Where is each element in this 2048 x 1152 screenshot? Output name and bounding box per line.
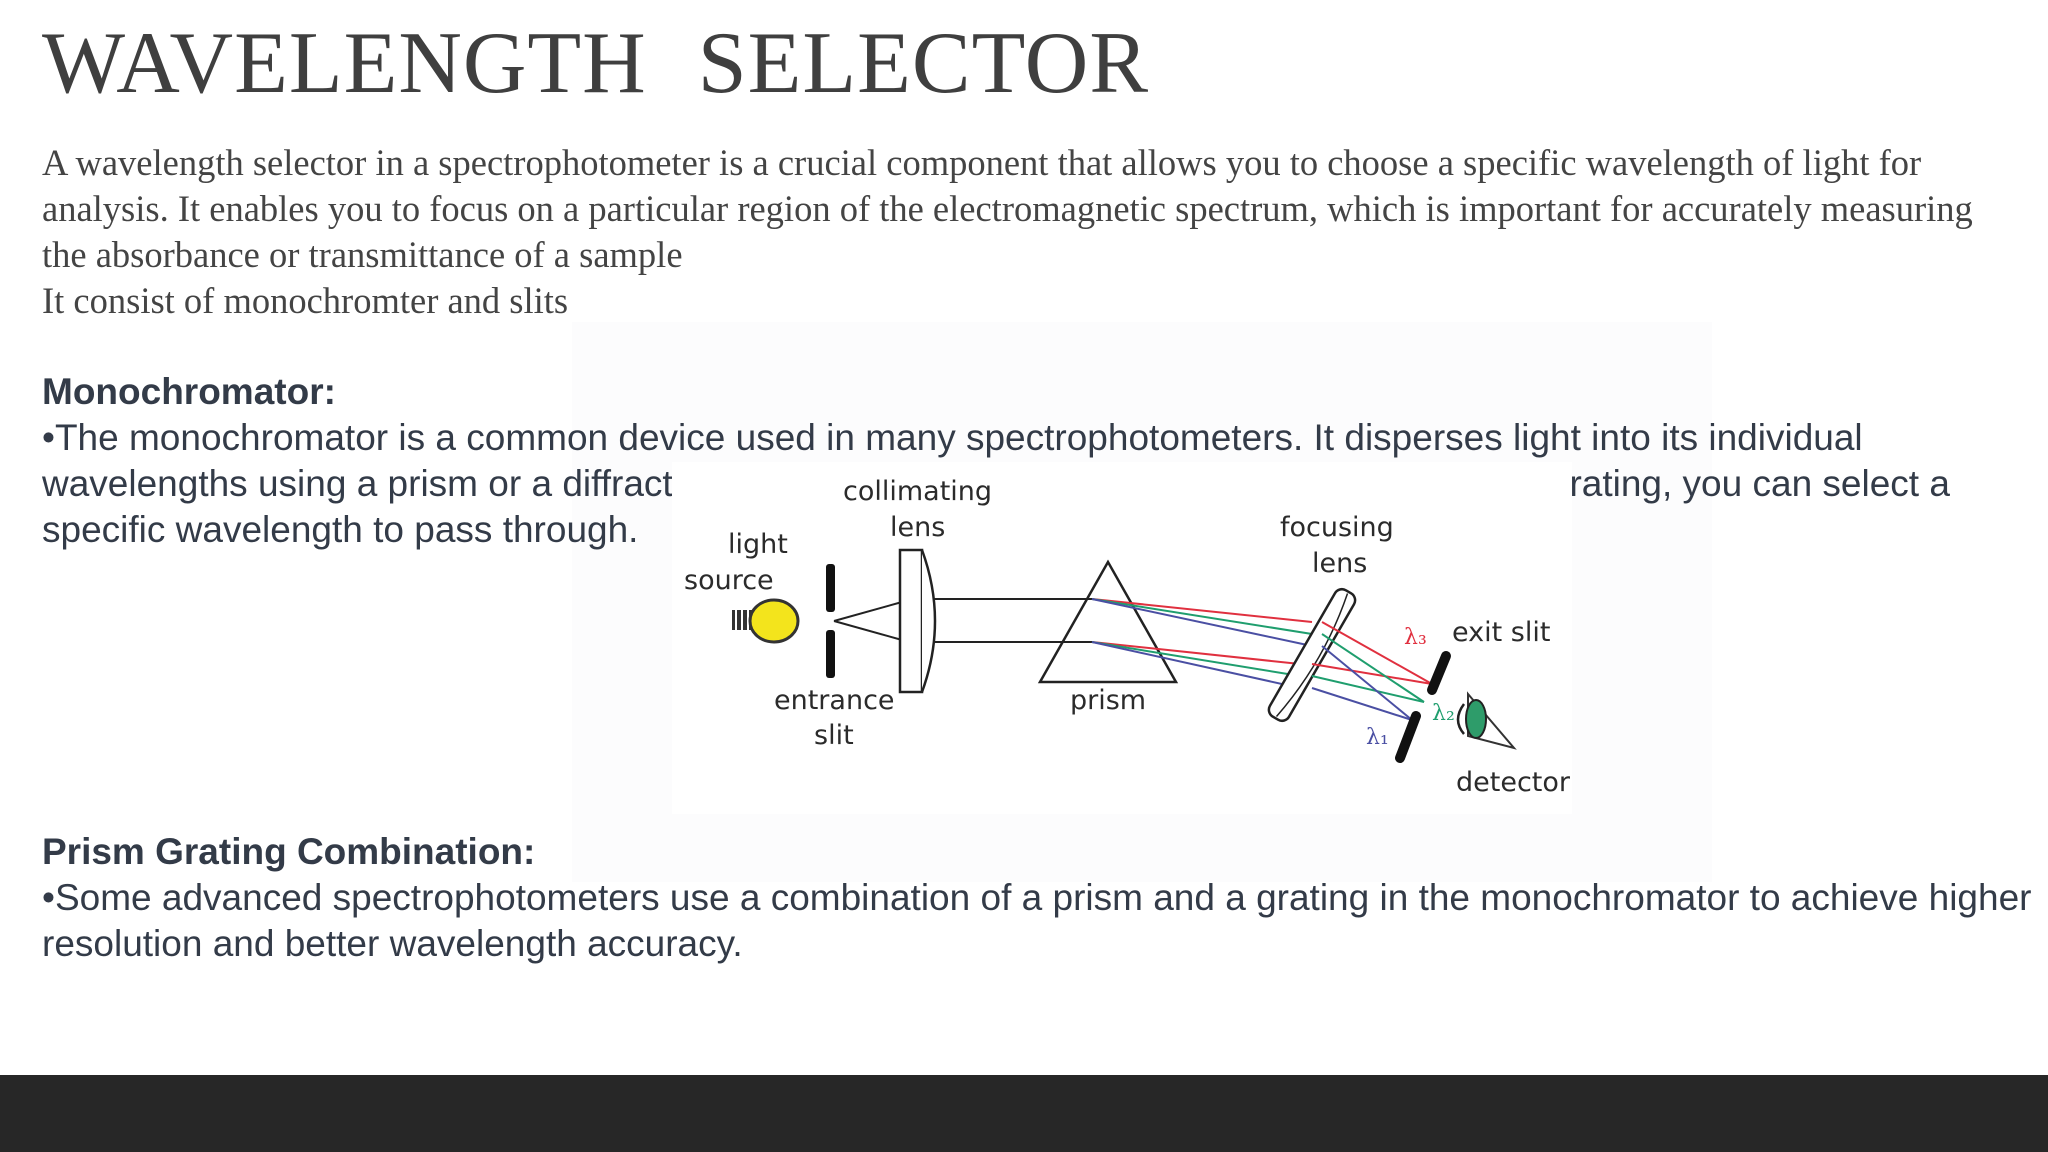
collimating-lens [898,548,937,694]
monochromator-diagram-svg: light source collimating lens focusing l… [684,476,1571,798]
label-focusing-1: focusing [1280,512,1394,543]
label-detector: detector [1456,767,1571,798]
monochromator-heading: Monochromator: [42,371,336,412]
slide-title: WAVELENGTH SELECTOR [42,15,1150,112]
label-lambda-1: λ₁ [1366,725,1389,750]
label-lambda-3: λ₃ [1404,625,1427,650]
light-bulb-icon [732,598,800,644]
prism-shape [1037,559,1179,684]
monochromator-body: •The monochromator is a common device us… [42,417,1950,550]
focusing-lens [1267,587,1357,723]
exit-slit [1395,651,1451,763]
intro-paragraph: A wavelength selector in a spectrophotom… [42,142,1973,275]
prism-grating-heading: Prism Grating Combination: [42,831,536,872]
label-focusing-2: lens [1312,548,1367,579]
prism-grating-body: •Some advanced spectrophotometers use a … [42,877,2032,964]
detector-eye-icon [1456,691,1517,750]
entrance-slit [826,564,835,678]
footer-bar [0,1075,2048,1152]
label-collimating-2: lens [890,512,945,543]
label-light-source-1: light [728,529,788,560]
label-collimating-1: collimating [843,476,992,507]
label-entrance-1: entrance [774,685,895,716]
label-entrance-2: slit [814,720,854,751]
intro-line-monochromator-slits: It consist of monochromter and slits [42,280,569,321]
monochromator-diagram: light source collimating lens focusing l… [672,462,1572,814]
label-exit-slit: exit slit [1452,617,1550,648]
label-lambda-2: λ₂ [1432,701,1455,726]
label-prism: prism [1070,685,1146,716]
intro-text: A wavelength selector in a spectrophotom… [42,140,2022,324]
label-light-source-2: source [684,565,774,596]
